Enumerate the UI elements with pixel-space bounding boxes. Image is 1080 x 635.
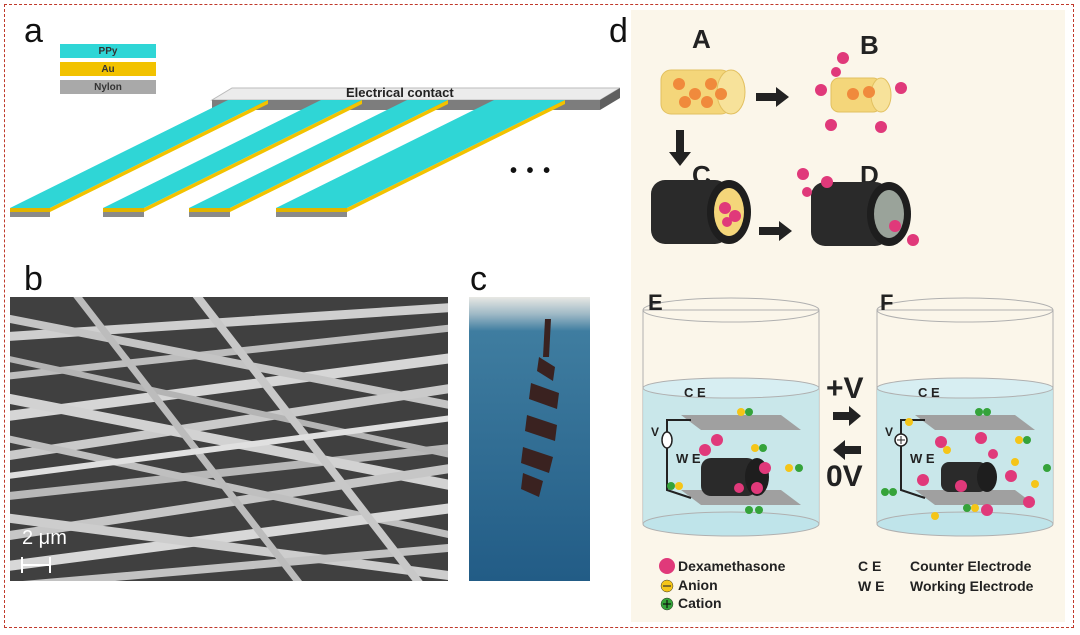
we-label-e: W E	[676, 451, 701, 466]
legend-ce-abbr: C E	[858, 558, 882, 574]
legend-dexamethasone-symbol	[659, 558, 675, 574]
capsule-a	[660, 69, 746, 115]
layer-ppy-label: PPy	[60, 44, 156, 58]
helix-photo	[469, 297, 590, 581]
arrow-a-to-b	[756, 87, 789, 107]
helix-shape	[521, 319, 559, 497]
tube-d	[811, 182, 911, 246]
electrical-contact-label: Electrical contact	[346, 85, 454, 100]
legend-symbols	[659, 558, 675, 611]
layer-legend-ppy: PPy	[60, 44, 156, 58]
legend-ce-full: Counter Electrode	[910, 558, 1032, 574]
legend-anion: Anion	[678, 577, 718, 593]
strip-4	[276, 100, 565, 217]
ellipsis: • • •	[510, 160, 553, 182]
plus-v-label: +V	[826, 372, 864, 405]
scale-bar-label: 2 μm	[22, 527, 67, 549]
strip-2	[103, 100, 362, 217]
voltage-label-f: V	[885, 425, 894, 439]
layer-nylon-label: Nylon	[60, 80, 156, 94]
arrow-e-to-f	[833, 406, 861, 426]
arrow-c-to-d	[759, 221, 792, 241]
panel-label-c: c	[470, 260, 487, 298]
capsule-b	[830, 77, 892, 113]
zero-v-label: 0V	[826, 460, 863, 493]
tube-c	[651, 180, 751, 244]
layer-au-label: Au	[60, 62, 156, 76]
ce-label-e: C E	[684, 385, 706, 400]
ce-label-f: C E	[918, 385, 940, 400]
voltage-label-e: V	[651, 425, 660, 439]
arrow-f-to-e	[833, 440, 861, 460]
panel-label-a: a	[24, 12, 43, 50]
layer-legend-nylon: Nylon	[60, 80, 156, 94]
we-label-f: W E	[910, 451, 935, 466]
legend-cation: Cation	[678, 595, 722, 611]
released-drug-d	[797, 168, 919, 246]
sem-image: 2 μm	[10, 297, 448, 581]
electrode-array-diagram	[10, 87, 620, 217]
legend-we-full: Working Electrode	[910, 578, 1034, 594]
beaker-e	[642, 297, 820, 537]
step-label-b: B	[860, 30, 879, 60]
drug-release-schematic	[642, 52, 1054, 611]
panel-label-d: d	[609, 12, 628, 50]
released-drug-b	[815, 52, 907, 133]
scale-bar	[21, 557, 51, 573]
arrow-a-to-c	[669, 130, 691, 166]
beaker-label-e: E	[648, 290, 663, 315]
step-label-a: A	[692, 24, 711, 54]
legend-we-abbr: W E	[858, 578, 885, 594]
layer-legend-au: Au	[60, 62, 156, 76]
nanofiber-network	[10, 297, 448, 581]
helical-fiber-photo	[469, 297, 590, 581]
strip-3	[189, 100, 448, 217]
strip-1	[10, 100, 268, 217]
panel-label-b: b	[24, 260, 43, 298]
beaker-f	[876, 297, 1054, 537]
figure-frame	[4, 4, 1074, 628]
beaker-label-f: F	[880, 290, 894, 315]
legend-dexamethasone: Dexamethasone	[678, 558, 786, 574]
